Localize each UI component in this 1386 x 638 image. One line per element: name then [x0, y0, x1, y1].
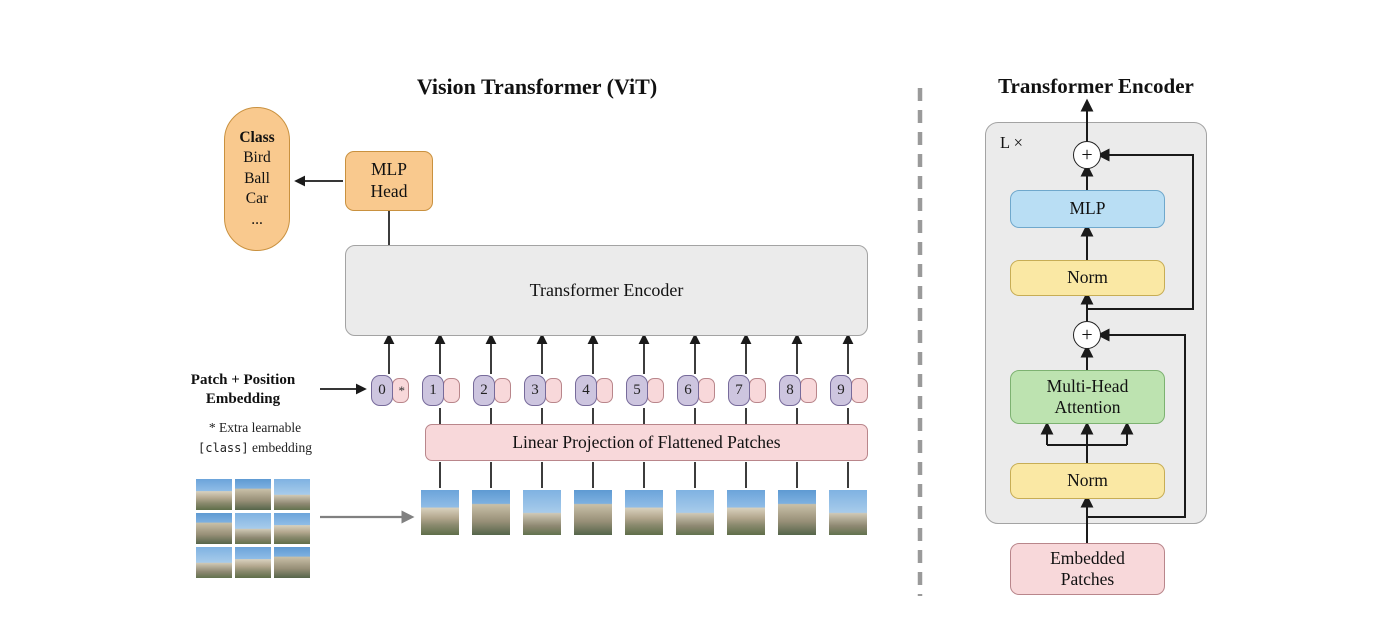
class-output-pill: Class Bird Ball Car ... [224, 107, 290, 251]
norm-box-1: Norm [1010, 260, 1165, 296]
token-1: 1 [422, 375, 460, 406]
image-patch [421, 490, 459, 535]
layers-count-label: L × [1000, 133, 1023, 152]
patch-embedding-slot [851, 378, 868, 403]
linear-projection-box: Linear Projection of Flattened Patches [425, 424, 868, 461]
position-embedding: 8 [779, 375, 801, 406]
image-grid-cell [196, 547, 232, 578]
patch-embedding-slot [800, 378, 817, 403]
token-9: 9 [830, 375, 868, 406]
image-patch [472, 490, 510, 535]
footnote-line1: * Extra learnable [208, 420, 302, 435]
image-patch [676, 490, 714, 535]
class-item: Ball [244, 169, 270, 187]
plus-icon: + [1081, 143, 1093, 166]
image-patch [625, 490, 663, 535]
image-patch [778, 490, 816, 535]
position-embedding: 9 [830, 375, 852, 406]
image-grid-cell [235, 479, 271, 510]
image-grid-cell [274, 547, 310, 578]
class-token-star: * [398, 382, 406, 398]
image-grid-cell [196, 479, 232, 510]
vit-title: Vision Transformer (ViT) [416, 74, 658, 99]
token-8: 8 [779, 375, 817, 406]
embedded-patches-box: Embedded Patches [1010, 543, 1165, 595]
class-item: ... [251, 210, 263, 228]
token-6: 6 [677, 375, 715, 406]
image-patch [727, 490, 765, 535]
mlp-head-box: MLP Head [345, 151, 433, 211]
image-grid-cell [196, 513, 232, 544]
class-heading: Class [239, 128, 275, 146]
patch-embedding-slot [494, 378, 511, 403]
mlp-box: MLP [1010, 190, 1165, 228]
token-5: 5 [626, 375, 664, 406]
image-patch [523, 490, 561, 535]
position-embedding: 0 [371, 375, 393, 406]
position-embedding: 3 [524, 375, 546, 406]
position-embedding: 6 [677, 375, 699, 406]
position-embedding: 7 [728, 375, 750, 406]
patch-embedding-slot [545, 378, 562, 403]
norm-box-2: Norm [1010, 463, 1165, 499]
patch-embedding-slot [647, 378, 664, 403]
class-token-footnote: * Extra learnable [class] embedding [180, 418, 330, 459]
position-embedding: 5 [626, 375, 648, 406]
token-0: * 0 [371, 375, 409, 406]
multi-head-attention-box: Multi-Head Attention [1010, 370, 1165, 424]
residual-add-mlp: + [1073, 141, 1101, 169]
patch-embedding-slot [443, 378, 460, 403]
class-item: Bird [243, 149, 271, 167]
image-patch [574, 490, 612, 535]
position-embedding: 2 [473, 375, 495, 406]
patch-embedding-slot [596, 378, 613, 403]
patch-embedding-slot [749, 378, 766, 403]
patch-position-embedding-label: Patch + Position Embedding [190, 372, 296, 408]
transformer-encoder-box: Transformer Encoder [345, 245, 868, 336]
image-grid-cell [274, 479, 310, 510]
image-grid-cell [235, 513, 271, 544]
residual-add-attention: + [1073, 321, 1101, 349]
plus-icon: + [1081, 323, 1093, 346]
token-7: 7 [728, 375, 766, 406]
token-2: 2 [473, 375, 511, 406]
image-patch [829, 490, 867, 535]
class-item: Car [245, 190, 269, 208]
encoder-title: Transformer Encoder [998, 74, 1194, 98]
patch-embedding-slot [698, 378, 715, 403]
position-embedding: 4 [575, 375, 597, 406]
image-grid-cell [235, 547, 271, 578]
patch-embedding-slot: * [392, 378, 409, 403]
input-image-grid [196, 479, 310, 578]
footnote-rest: embedding [248, 440, 312, 456]
token-3: 3 [524, 375, 562, 406]
footnote-code: [class] [198, 441, 249, 456]
image-grid-cell [274, 513, 310, 544]
token-4: 4 [575, 375, 613, 406]
position-embedding: 1 [422, 375, 444, 406]
